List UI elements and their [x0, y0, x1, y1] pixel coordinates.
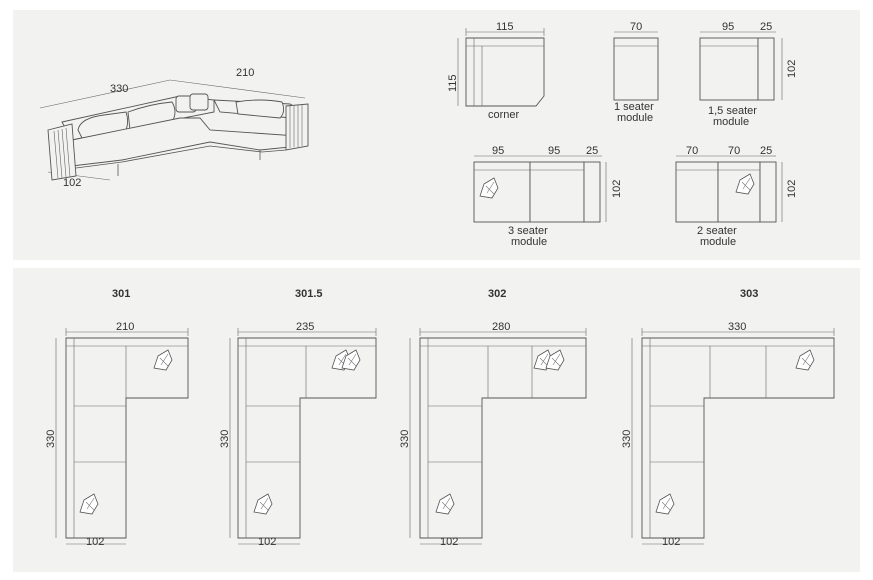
- overview-dim-depth: 102: [63, 177, 81, 189]
- one-seater-dim-width: 70: [630, 21, 642, 33]
- overview-dim-length-b: 210: [236, 67, 254, 79]
- two-seater-dim-arm: 25: [760, 145, 772, 157]
- module-one-seater: 70 1 seater module: [613, 21, 659, 124]
- three-seater-dim-seat1: 95: [492, 145, 504, 157]
- two-seater-dim-seat1: 70: [686, 145, 698, 157]
- config-301-width: 210: [116, 321, 134, 333]
- config-301-code: 301: [112, 288, 130, 300]
- three-seater-dim-depth: 102: [611, 180, 623, 198]
- one-half-label-line1: 1,5 seater: [708, 105, 757, 117]
- config-302-code: 302: [488, 288, 506, 300]
- config-301-depth: 102: [86, 536, 104, 548]
- sofa-perspective-drawing: 330 210 102: [39, 67, 309, 189]
- configuration-301-5: 301.5 235 330 102: [219, 288, 377, 548]
- config-302-width: 280: [492, 321, 510, 333]
- config-3015-width: 235: [296, 321, 314, 333]
- config-3015-height: 330: [219, 430, 231, 448]
- configuration-302: 302 280 330 102: [399, 288, 587, 548]
- two-seater-dim-depth: 102: [786, 180, 798, 198]
- corner-dim-width: 115: [496, 21, 514, 33]
- one-half-dim-arm: 25: [760, 21, 772, 33]
- corner-label: corner: [488, 109, 520, 121]
- one-seater-label-line1: 1 seater: [614, 101, 654, 113]
- three-seater-dim-seat2: 95: [548, 145, 560, 157]
- two-seater-dim-seat2: 70: [728, 145, 740, 157]
- one-half-label-line2: module: [713, 116, 749, 128]
- config-302-height: 330: [399, 430, 411, 448]
- config-3015-code: 301.5: [295, 288, 323, 300]
- config-3015-depth: 102: [258, 536, 276, 548]
- one-half-dim-width: 95: [722, 21, 734, 33]
- config-303-height: 330: [621, 430, 633, 448]
- config-303-width: 330: [728, 321, 746, 333]
- one-seater-label-line2: module: [617, 112, 653, 124]
- overview-dim-length-a: 330: [110, 83, 128, 95]
- two-seater-label-line1: 2 seater: [697, 225, 737, 237]
- corner-dim-height: 115: [447, 74, 459, 92]
- config-303-depth: 102: [662, 536, 680, 548]
- configuration-301: 301 210 330 102: [45, 288, 189, 548]
- three-seater-label-line1: 3 seater: [508, 225, 548, 237]
- config-303-code: 303: [740, 288, 758, 300]
- module-three-seater: 95 95 25 102 3 seater module: [473, 145, 623, 248]
- module-corner: 115 115 corner: [447, 21, 545, 121]
- config-301-height: 330: [45, 430, 57, 448]
- two-seater-label-line2: module: [700, 236, 736, 248]
- three-seater-dim-arm: 25: [586, 145, 598, 157]
- configuration-303: 303 330 330 102: [621, 288, 835, 548]
- module-two-seater: 70 70 25 102 2 seater module: [675, 145, 798, 248]
- one-half-dim-depth: 102: [786, 60, 798, 78]
- config-302-depth: 102: [440, 536, 458, 548]
- module-one-half-seater: 95 25 102 1,5 seater module: [699, 21, 798, 128]
- three-seater-label-line2: module: [511, 236, 547, 248]
